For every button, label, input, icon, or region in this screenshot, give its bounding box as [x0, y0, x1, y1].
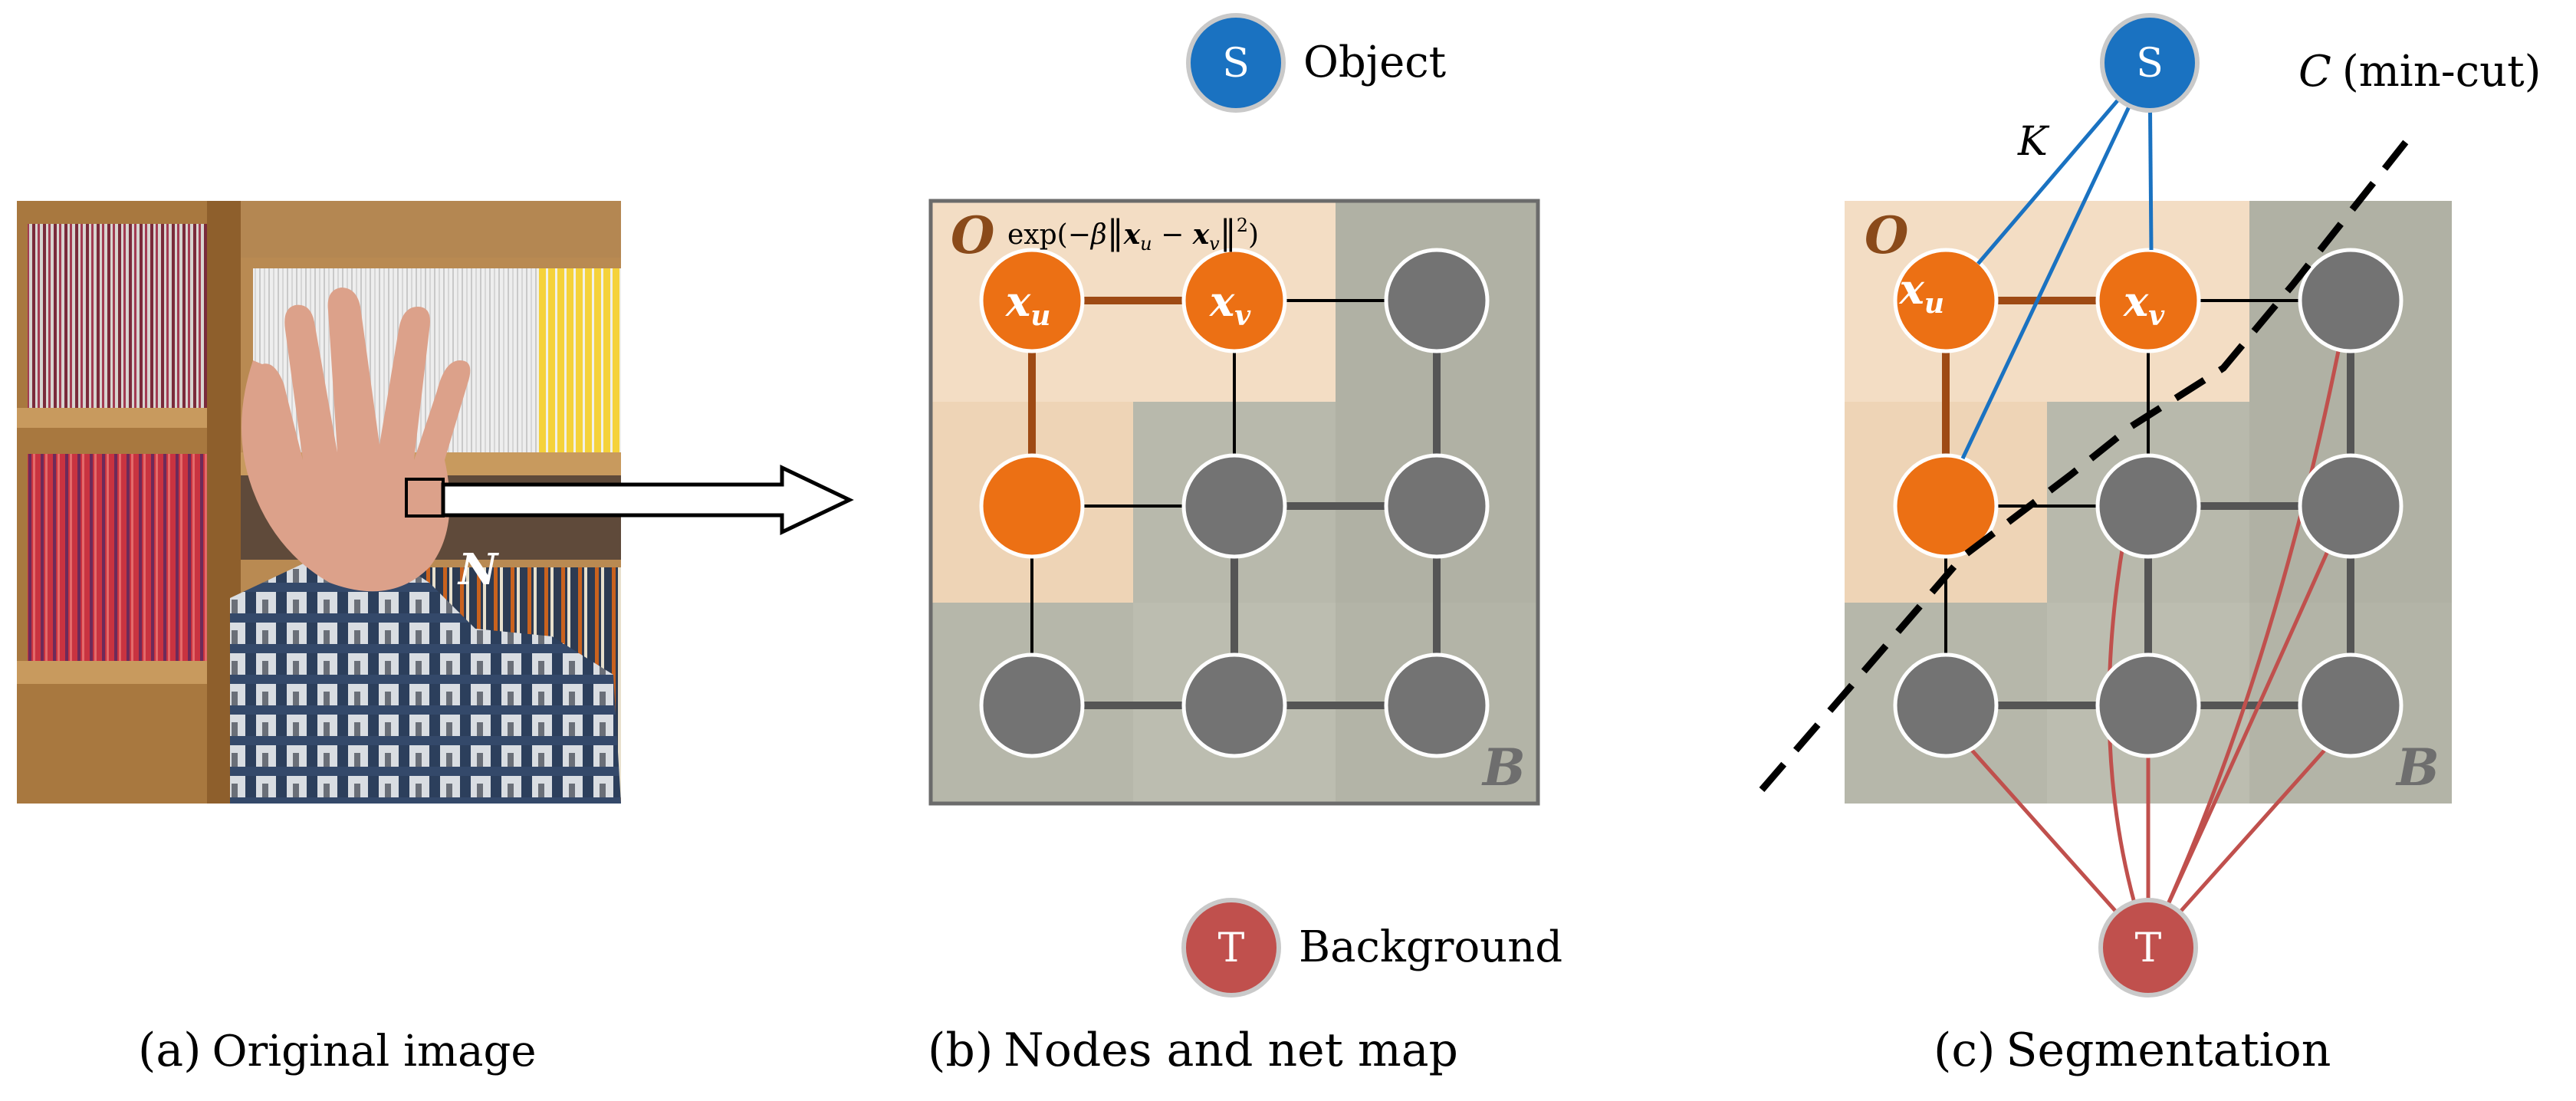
object-region-label: O [1865, 205, 1909, 265]
caption-c-text: Segmentation [2006, 1024, 2331, 1077]
sink-links [1961, 350, 2341, 949]
node-object [1893, 248, 1999, 353]
node-u-label: xu [1899, 265, 1944, 320]
node-background [1893, 652, 1999, 758]
sink-link [2146, 350, 2341, 949]
node-background [2095, 652, 2201, 758]
node-object [979, 248, 1085, 353]
caption-b: (b)Nodes and net map [928, 1024, 1458, 1077]
node-object [2095, 248, 2201, 353]
caption-a-prefix: (a) [138, 1024, 202, 1077]
nodes-c [1893, 248, 2404, 758]
min-cut-label: C(min-cut) [2298, 47, 2542, 97]
caption-c: (c)Segmentation [1934, 1024, 2331, 1077]
object-region-label: O [951, 205, 995, 265]
node-u-label: xu [1005, 277, 1050, 332]
node-background [2095, 453, 2201, 559]
caption-b-text: Nodes and net map [1004, 1024, 1458, 1077]
nodes-b [979, 248, 1490, 758]
sink-node-b: T [1181, 898, 1281, 997]
caption-c-prefix: (c) [1934, 1024, 1995, 1077]
node-v-label: xv [2123, 277, 2165, 332]
k-label: K [2017, 119, 2050, 165]
panel-c: xu xv O B K C(min-cut) S T (c)Segmentati… [1759, 13, 2542, 1077]
node-background [1384, 248, 1490, 353]
source-node-b: S [1186, 13, 1286, 113]
node-object [1181, 248, 1287, 353]
node-background [1384, 453, 1490, 559]
original-image: N [17, 201, 621, 804]
node-background [1181, 652, 1287, 758]
node-background [979, 652, 1085, 758]
panel-b: xu xv O B exp(−β‖xu − xv‖2) S Object T B… [928, 13, 1562, 1077]
edge-weight-formula: exp(−β‖xu − xv‖2) [1007, 213, 1259, 255]
caption-a-text: Original image [212, 1027, 537, 1076]
source-link [1960, 61, 2152, 460]
node-v-label: xv [1209, 277, 1251, 332]
sink-link [2107, 540, 2150, 948]
source-node-label: S [1222, 41, 1250, 87]
source-name: Object [1303, 38, 1447, 87]
background-region-label: B [2395, 738, 2440, 797]
sink-node-c: T [2098, 898, 2198, 997]
sink-node-label: T [2135, 925, 2162, 971]
node-background [2298, 248, 2404, 353]
node-object [1893, 453, 1999, 559]
node-object [979, 453, 1085, 559]
node-background [2298, 453, 2404, 559]
panel-a: N (a)Original image [17, 201, 854, 1077]
node-background [1181, 453, 1287, 559]
arrow-right-icon [441, 465, 854, 535]
sink-name: Background [1299, 922, 1562, 972]
source-node-label: S [2136, 41, 2164, 87]
min-cut-line [1759, 128, 2418, 792]
neighborhood-label: N [457, 544, 499, 595]
background-region-label: B [1481, 738, 1526, 797]
source-node-c: S [2100, 13, 2200, 113]
node-background [1384, 652, 1490, 758]
node-background [2298, 652, 2404, 758]
sink-node-label: T [1218, 925, 1245, 971]
caption-a: (a)Original image [138, 1024, 537, 1077]
caption-b-prefix: (b) [928, 1024, 993, 1077]
